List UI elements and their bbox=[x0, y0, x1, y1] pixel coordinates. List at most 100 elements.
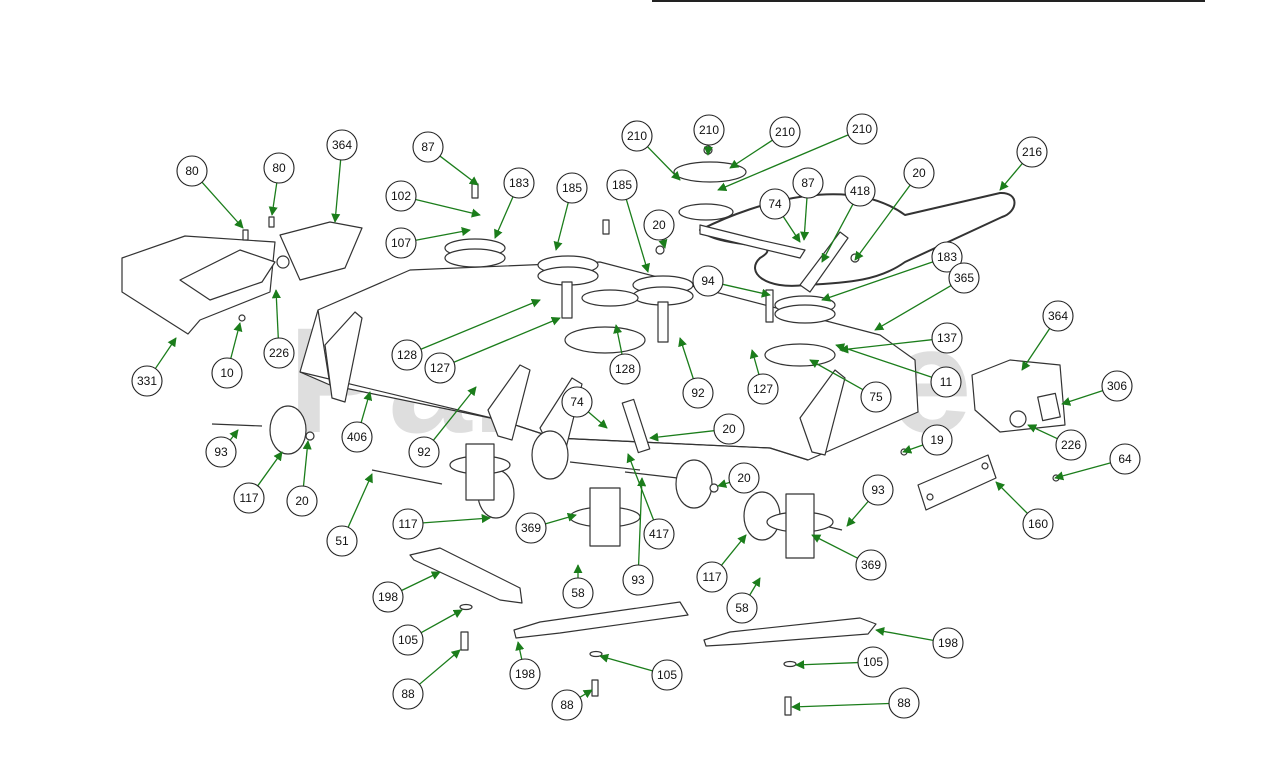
callout-circle bbox=[341, 421, 373, 453]
callout-117[interactable]: 117 bbox=[233, 482, 265, 514]
callout-183[interactable]: 183 bbox=[931, 241, 963, 273]
callout-51[interactable]: 51 bbox=[326, 525, 358, 557]
callout-92[interactable]: 92 bbox=[682, 377, 714, 409]
callout-label: 117 bbox=[398, 517, 417, 531]
callout-58[interactable]: 58 bbox=[726, 592, 758, 624]
callout-label: 226 bbox=[1061, 438, 1081, 452]
callout-circle bbox=[263, 152, 295, 184]
callout-circle bbox=[412, 131, 444, 163]
leader-line bbox=[839, 339, 933, 354]
callout-circle bbox=[424, 352, 456, 384]
callout-circle bbox=[903, 157, 935, 189]
callout-93[interactable]: 93 bbox=[862, 474, 894, 506]
callout-306[interactable]: 306 bbox=[1101, 370, 1133, 402]
callout-369[interactable]: 369 bbox=[515, 512, 547, 544]
callout-417[interactable]: 417 bbox=[643, 518, 675, 550]
callout-210[interactable]: 210 bbox=[846, 113, 878, 145]
callout-365[interactable]: 365 bbox=[948, 262, 980, 294]
callout-128[interactable]: 128 bbox=[391, 339, 423, 371]
callout-210[interactable]: 210 bbox=[769, 116, 801, 148]
callout-80[interactable]: 80 bbox=[263, 152, 295, 184]
callout-88[interactable]: 88 bbox=[888, 687, 920, 719]
pulley bbox=[444, 248, 506, 268]
callout-label: 11 bbox=[940, 375, 953, 389]
callout-418[interactable]: 418 bbox=[844, 175, 876, 207]
callout-label: 198 bbox=[515, 667, 535, 681]
callout-75[interactable]: 75 bbox=[860, 381, 892, 413]
leader-line bbox=[302, 440, 312, 487]
leader-line bbox=[1061, 390, 1103, 406]
leader-line bbox=[422, 514, 491, 524]
callout-102[interactable]: 102 bbox=[385, 180, 417, 212]
callout-20[interactable]: 20 bbox=[728, 462, 760, 494]
callout-210[interactable]: 210 bbox=[693, 114, 725, 146]
callout-87[interactable]: 87 bbox=[412, 131, 444, 163]
callout-label: 94 bbox=[701, 274, 715, 288]
callout-128[interactable]: 128 bbox=[609, 353, 641, 385]
callout-198[interactable]: 198 bbox=[509, 658, 541, 690]
callout-105[interactable]: 105 bbox=[651, 659, 683, 691]
callout-127[interactable]: 127 bbox=[424, 352, 456, 384]
callout-58[interactable]: 58 bbox=[562, 577, 594, 609]
callout-185[interactable]: 185 bbox=[556, 172, 588, 204]
leader-line bbox=[229, 429, 239, 441]
callout-210[interactable]: 210 bbox=[621, 120, 653, 152]
blade-bolt bbox=[591, 679, 599, 697]
callout-183[interactable]: 183 bbox=[503, 167, 535, 199]
leader-line bbox=[1021, 328, 1051, 371]
callout-circle bbox=[713, 413, 745, 445]
callout-331[interactable]: 331 bbox=[131, 365, 163, 397]
callout-11[interactable]: 11 bbox=[930, 366, 962, 398]
callout-105[interactable]: 105 bbox=[857, 646, 889, 678]
callout-circle bbox=[326, 525, 358, 557]
callout-88[interactable]: 88 bbox=[551, 689, 583, 721]
rod bbox=[211, 423, 263, 427]
callout-127[interactable]: 127 bbox=[747, 373, 779, 405]
callout-364[interactable]: 364 bbox=[1042, 300, 1074, 332]
callout-circle bbox=[1055, 429, 1087, 461]
callout-93[interactable]: 93 bbox=[205, 436, 237, 468]
callout-circle bbox=[1042, 300, 1074, 332]
callout-185[interactable]: 185 bbox=[606, 169, 638, 201]
callout-circle bbox=[888, 687, 920, 719]
callout-216[interactable]: 216 bbox=[1016, 136, 1048, 168]
callout-93[interactable]: 93 bbox=[622, 564, 654, 596]
spindle-plate bbox=[564, 326, 646, 354]
callout-80[interactable]: 80 bbox=[176, 155, 208, 187]
callout-369[interactable]: 369 bbox=[855, 549, 887, 581]
callout-94[interactable]: 94 bbox=[692, 265, 724, 297]
callout-20[interactable]: 20 bbox=[713, 413, 745, 445]
callout-19[interactable]: 19 bbox=[921, 424, 953, 456]
leader-line bbox=[439, 155, 479, 186]
leader-line bbox=[647, 146, 681, 181]
callout-137[interactable]: 137 bbox=[931, 322, 963, 354]
callout-88[interactable]: 88 bbox=[392, 678, 424, 710]
callout-226[interactable]: 226 bbox=[263, 337, 295, 369]
callout-117[interactable]: 117 bbox=[392, 508, 424, 540]
callout-20[interactable]: 20 bbox=[643, 209, 675, 241]
callout-92[interactable]: 92 bbox=[408, 436, 440, 468]
callout-circle bbox=[651, 659, 683, 691]
callout-87[interactable]: 87 bbox=[792, 167, 824, 199]
callout-107[interactable]: 107 bbox=[385, 227, 417, 259]
callout-105[interactable]: 105 bbox=[392, 624, 424, 656]
callout-label: 216 bbox=[1022, 145, 1042, 159]
callout-74[interactable]: 74 bbox=[561, 386, 593, 418]
callout-117[interactable]: 117 bbox=[696, 561, 728, 593]
callout-364[interactable]: 364 bbox=[326, 129, 358, 161]
callout-160[interactable]: 160 bbox=[1022, 508, 1054, 540]
callout-198[interactable]: 198 bbox=[372, 581, 404, 613]
callout-10[interactable]: 10 bbox=[211, 357, 243, 389]
callout-406[interactable]: 406 bbox=[341, 421, 373, 453]
leader-line bbox=[494, 196, 514, 239]
callout-label: 127 bbox=[753, 382, 773, 396]
leader-line bbox=[401, 571, 441, 592]
callout-198[interactable]: 198 bbox=[932, 627, 964, 659]
callout-20[interactable]: 20 bbox=[903, 157, 935, 189]
callout-circle bbox=[855, 549, 887, 581]
spindle-shaft bbox=[561, 281, 573, 319]
callout-226[interactable]: 226 bbox=[1055, 429, 1087, 461]
callout-74[interactable]: 74 bbox=[759, 188, 791, 220]
callout-64[interactable]: 64 bbox=[1109, 443, 1141, 475]
callout-20[interactable]: 20 bbox=[286, 485, 318, 517]
